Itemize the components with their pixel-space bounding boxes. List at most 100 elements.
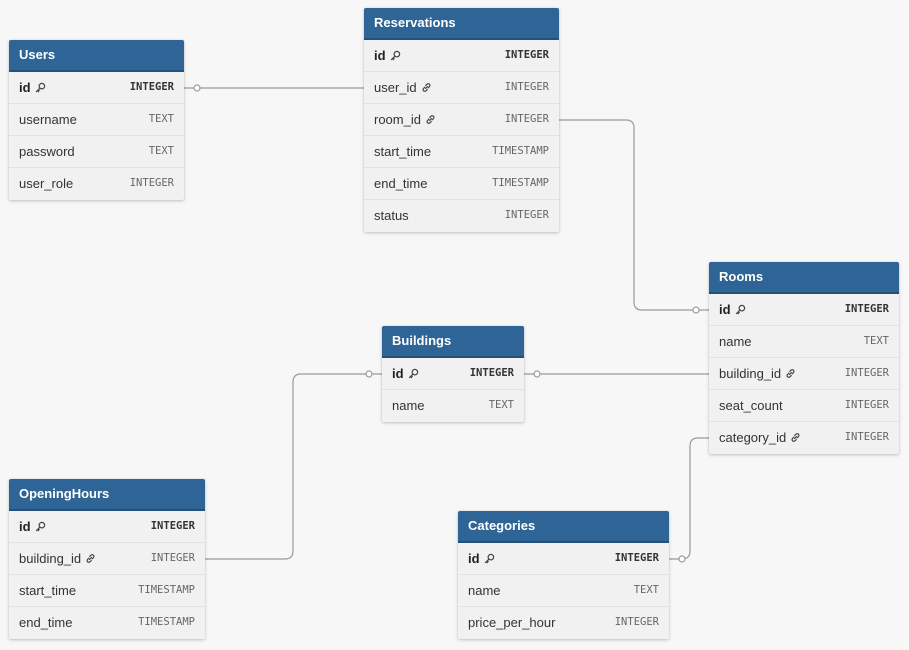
field-name-text: building_id bbox=[719, 366, 782, 381]
field-type: INTEGER bbox=[150, 552, 195, 564]
field-row-seat-count[interactable]: seat_count INTEGER bbox=[709, 390, 899, 422]
key-icon bbox=[35, 521, 45, 532]
field-row-category-id[interactable]: category_id INTEGER bbox=[709, 422, 899, 454]
field-type: INTEGER bbox=[844, 399, 889, 411]
table-title: Rooms bbox=[709, 262, 899, 294]
field-type: TEXT bbox=[148, 145, 174, 157]
field-name: seat_count bbox=[719, 398, 783, 413]
field-name-text: price_per_hour bbox=[468, 615, 556, 630]
field-name-text: id bbox=[468, 551, 480, 566]
relation-rooms-reservations bbox=[548, 115, 709, 314]
table-title: Reservations bbox=[364, 8, 559, 40]
field-name: user_id bbox=[374, 80, 432, 95]
field-name: id bbox=[468, 551, 495, 566]
field-type: TIMESTAMP bbox=[492, 177, 549, 189]
relation-buildings-openinghours bbox=[194, 370, 382, 564]
field-row-name[interactable]: name TEXT bbox=[709, 326, 899, 358]
field-row-end-time[interactable]: end_time TIMESTAMP bbox=[364, 168, 559, 200]
field-row-start-time[interactable]: start_time TIMESTAMP bbox=[9, 575, 205, 607]
field-name: building_id bbox=[19, 551, 96, 566]
field-type: TIMESTAMP bbox=[492, 145, 549, 157]
field-type: TEXT bbox=[863, 335, 889, 347]
field-row-name[interactable]: name TEXT bbox=[382, 390, 524, 422]
field-name: start_time bbox=[19, 583, 76, 598]
field-name: password bbox=[19, 144, 75, 159]
field-name-text: user_role bbox=[19, 176, 74, 191]
field-name: id bbox=[719, 302, 746, 317]
field-type: INTEGER bbox=[129, 177, 174, 189]
field-type: INTEGER bbox=[844, 431, 889, 443]
field-type: INTEGER bbox=[504, 49, 549, 61]
field-row-password[interactable]: password TEXT bbox=[9, 136, 184, 168]
key-icon bbox=[35, 82, 45, 93]
field-name: category_id bbox=[719, 430, 801, 445]
field-row-status[interactable]: status INTEGER bbox=[364, 200, 559, 232]
field-name-text: password bbox=[19, 144, 75, 159]
field-name-text: name bbox=[468, 583, 501, 598]
field-row-id[interactable]: id INTEGER bbox=[364, 40, 559, 72]
field-row-user-role[interactable]: user_role INTEGER bbox=[9, 168, 184, 200]
field-name-text: id bbox=[374, 48, 386, 63]
field-name: name bbox=[392, 398, 425, 413]
field-name: end_time bbox=[19, 615, 72, 630]
table-title: Users bbox=[9, 40, 184, 72]
field-name-text: end_time bbox=[19, 615, 73, 630]
field-name-text: room_id bbox=[374, 112, 421, 127]
key-icon bbox=[390, 50, 400, 61]
field-type: INTEGER bbox=[150, 520, 195, 532]
field-row-price-per-hour[interactable]: price_per_hour INTEGER bbox=[458, 607, 669, 639]
field-row-id[interactable]: id INTEGER bbox=[709, 294, 899, 326]
one-marker bbox=[692, 306, 700, 314]
field-name: status bbox=[374, 208, 409, 223]
field-name-text: end_time bbox=[374, 176, 428, 191]
key-icon bbox=[484, 553, 494, 564]
table-title: Buildings bbox=[382, 326, 524, 358]
field-row-id[interactable]: id INTEGER bbox=[9, 511, 205, 543]
field-row-building-id[interactable]: building_id INTEGER bbox=[9, 543, 205, 575]
field-name-text: status bbox=[374, 208, 409, 223]
field-type: INTEGER bbox=[504, 113, 549, 125]
field-name: building_id bbox=[719, 366, 796, 381]
field-type: TIMESTAMP bbox=[138, 584, 195, 596]
field-name-text: building_id bbox=[19, 551, 82, 566]
field-row-room-id[interactable]: room_id INTEGER bbox=[364, 104, 559, 136]
field-type: INTEGER bbox=[469, 367, 514, 379]
field-name-text: username bbox=[19, 112, 77, 127]
field-type: INTEGER bbox=[614, 616, 659, 628]
one-marker bbox=[533, 370, 541, 378]
field-name-text: name bbox=[719, 334, 752, 349]
field-name: user_role bbox=[19, 176, 73, 191]
field-name-text: id bbox=[19, 80, 31, 95]
one-marker bbox=[365, 370, 373, 378]
field-name-text: name bbox=[392, 398, 425, 413]
link-icon bbox=[426, 115, 435, 124]
field-type: INTEGER bbox=[844, 303, 889, 315]
field-name-text: seat_count bbox=[719, 398, 783, 413]
key-icon bbox=[408, 368, 418, 379]
field-name: id bbox=[19, 80, 46, 95]
field-name-text: start_time bbox=[19, 583, 77, 598]
field-name: room_id bbox=[374, 112, 436, 127]
field-type: INTEGER bbox=[504, 209, 549, 221]
field-type: TEXT bbox=[488, 399, 514, 411]
field-name-text: id bbox=[19, 519, 31, 534]
